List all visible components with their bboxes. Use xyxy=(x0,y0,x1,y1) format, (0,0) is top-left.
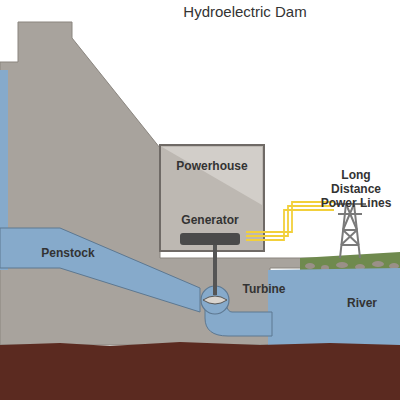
bedrock-ground xyxy=(0,342,400,400)
powerhouse-shading xyxy=(162,147,262,205)
river-label: River xyxy=(340,296,384,310)
river-water xyxy=(268,268,400,345)
penstock-label: Penstock xyxy=(38,246,98,260)
turbine-shaft xyxy=(213,241,217,295)
generator-disc xyxy=(180,233,240,245)
generator-unit-label: Generator xyxy=(174,213,246,227)
diagram-title: Hydroelectric Dam xyxy=(130,3,360,20)
powerhouse-box: PowerhouseGenerator xyxy=(160,145,264,251)
turbine-label: Turbine xyxy=(236,282,292,296)
generator-unit: Generator xyxy=(174,211,246,247)
power-lines-label: Long Distance Power Lines xyxy=(315,168,397,210)
turbine-blades xyxy=(203,296,227,304)
transmission-tower xyxy=(334,204,366,258)
powerhouse-box-label: Powerhouse xyxy=(160,159,264,173)
